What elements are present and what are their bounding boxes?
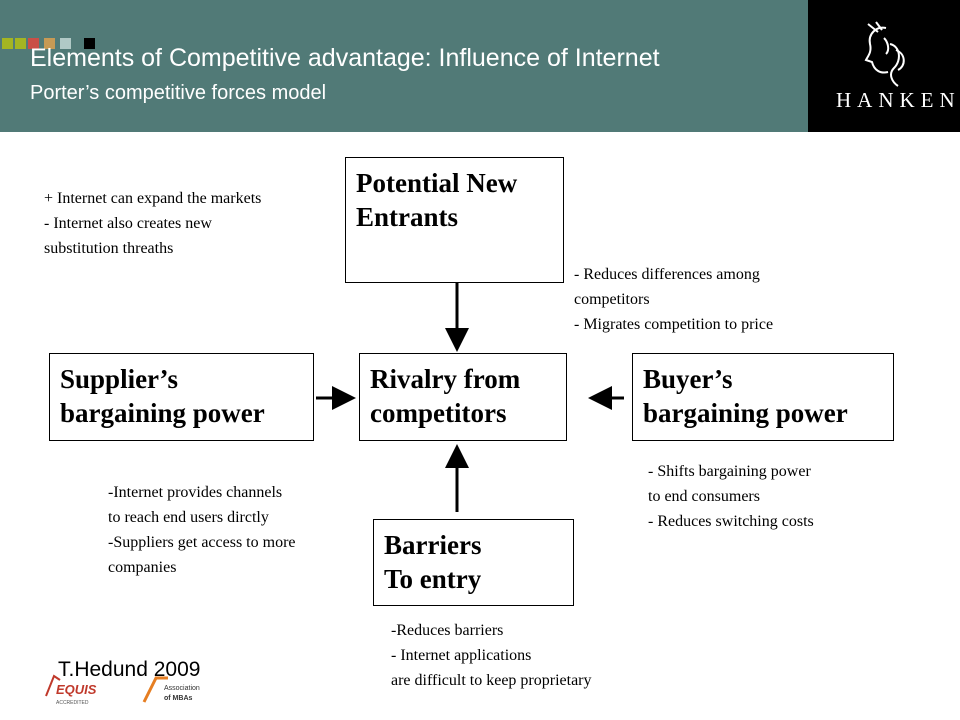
hanken-logo-text: HANKEN <box>836 88 960 112</box>
equis-logo-text: EQUIS <box>56 682 97 697</box>
hermes-head-icon <box>864 21 905 87</box>
accent-square-5 <box>60 38 71 49</box>
box-barriers-to-entry: Barriers To entry <box>373 519 574 606</box>
page-subtitle: Porter’s competitive forces model <box>30 82 327 104</box>
amba-logo-text: Association of MBAs <box>164 685 202 702</box>
page-title: Elements of Competitive advantage: Influ… <box>30 44 660 72</box>
box-buyer-bargaining-power: Buyer’s bargaining power <box>632 353 894 441</box>
note-buyer: - Shifts bargaining power to end consume… <box>648 463 814 530</box>
header-bar: Elements of Competitive advantage: Influ… <box>0 0 808 132</box>
note-supplier: -Internet provides channels to reach end… <box>108 484 296 576</box>
box-label: Potential New Entrants <box>356 168 518 232</box>
accent-square-1 <box>2 38 13 49</box>
box-label: Rivalry from competitors <box>370 364 521 428</box>
box-supplier-bargaining-power: Supplier’s bargaining power <box>49 353 314 441</box>
accreditation-badges: EQUIS ACCREDITED Association of MBAs <box>45 674 202 706</box>
box-rivalry-from-competitors: Rivalry from competitors <box>359 353 567 441</box>
accent-square-4 <box>44 38 55 49</box>
author-credit: T.Hedund 2009 <box>58 658 201 681</box>
note-rivalry: - Reduces differences among competitors … <box>574 266 774 333</box>
accent-square-3 <box>28 38 39 49</box>
box-label: Supplier’s bargaining power <box>60 364 265 428</box>
equis-accredited-text: ACCREDITED <box>56 700 89 706</box>
hanken-logo-panel <box>808 0 960 132</box>
box-potential-new-entrants: Potential New Entrants <box>345 157 564 283</box>
box-label: Buyer’s bargaining power <box>643 364 848 428</box>
accent-square-2 <box>15 38 26 49</box>
accent-square-6 <box>84 38 95 49</box>
note-new-entrants: + Internet can expand the markets - Inte… <box>44 190 262 257</box>
note-barriers: -Reduces barriers - Internet application… <box>391 622 592 689</box>
box-label: Barriers To entry <box>384 530 482 594</box>
